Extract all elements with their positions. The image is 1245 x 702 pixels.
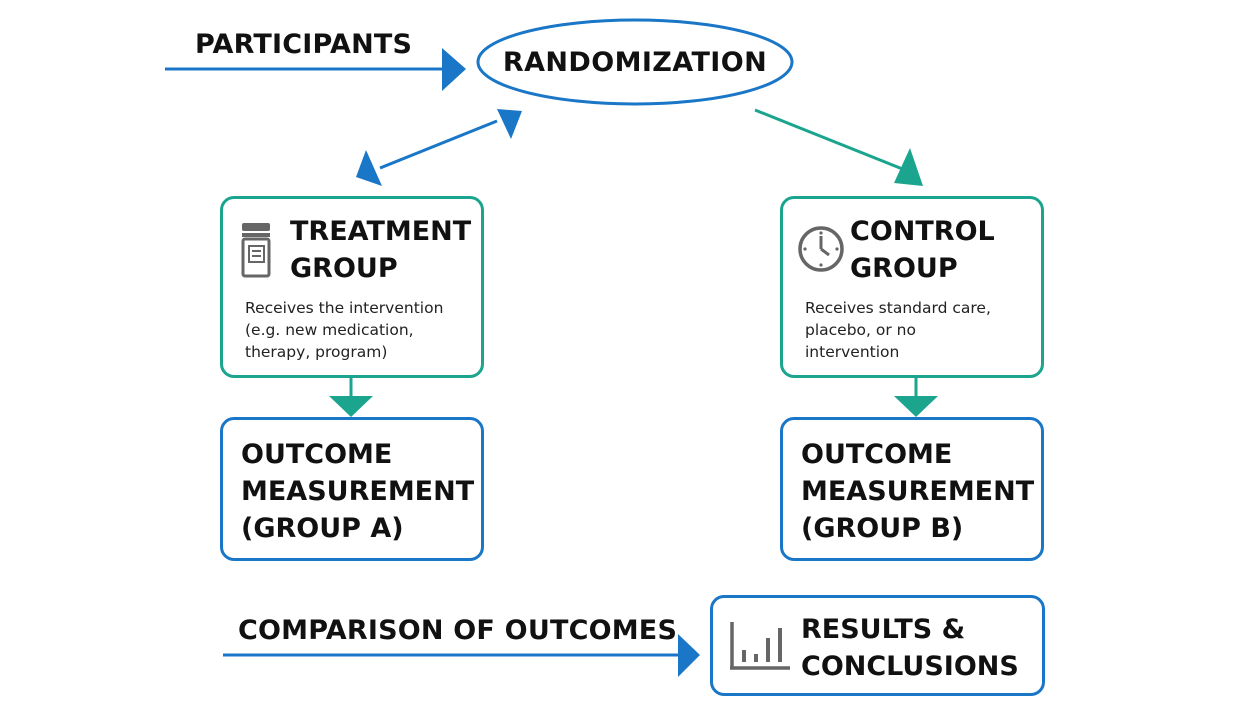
bar-chart-icon [730,622,790,670]
pill-bottle-icon [241,223,271,278]
treatment-group-description: Receives the intervention (e.g. new medi… [245,299,444,361]
outcome-b-box: OUTCOME MEASUREMENT (GROUP B) [780,417,1044,561]
randomization-ellipse [476,18,794,106]
comparison-label: COMPARISON OF OUTCOMES [238,615,678,646]
control-group-box: CONTROL GROUP Receives standard care, pl… [780,196,1044,378]
randomization-control-arrow [754,108,923,186]
control-outcome-arrow [894,378,938,417]
outcome-b-title: OUTCOME MEASUREMENT (GROUP B) [801,439,1035,544]
clock-icon [798,226,844,272]
treatment-group-box: TREATMENT GROUP Receives the interventio… [220,196,484,378]
comparison-arrow [223,634,700,677]
results-title: RESULTS & CONCLUSIONS [801,614,1019,682]
results-box: RESULTS & CONCLUSIONS [710,595,1045,696]
participants-label: PARTICIPANTS [195,29,413,60]
randomization-treatment-double-arrow [356,109,522,186]
randomization-label: RANDOMIZATION [502,46,768,78]
control-group-description: Receives standard care, placebo, or no i… [805,299,991,361]
outcome-a-box: OUTCOME MEASUREMENT (GROUP A) [220,417,484,561]
participants-arrow [165,48,466,91]
outcome-a-title: OUTCOME MEASUREMENT (GROUP A) [241,439,475,544]
treatment-outcome-arrow [329,378,373,417]
control-group-title: CONTROL GROUP [850,216,995,284]
treatment-group-title: TREATMENT GROUP [290,216,472,284]
